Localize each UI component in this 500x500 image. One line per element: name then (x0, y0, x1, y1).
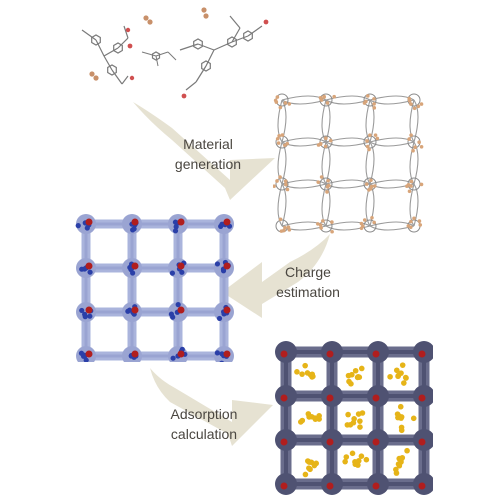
charge-arrow (222, 234, 330, 318)
material-generation-label: Material generation (168, 134, 248, 174)
charge-estimation-label: Charge estimation (268, 262, 348, 302)
adsorption-calculation-line1: Adsorption (170, 406, 238, 422)
adsorption-arrow (150, 368, 273, 446)
framework-structure-image (273, 93, 424, 234)
generation-arrow (133, 102, 275, 200)
material-generation-line1: Material (183, 136, 233, 152)
charge-estimation-line1: Charge (285, 264, 331, 280)
charged-framework-image (75, 214, 234, 362)
charge-estimation-line2: estimation (276, 284, 340, 300)
adsorption-calculation-line2: calculation (170, 426, 238, 442)
molecular-building-blocks-image (81, 7, 269, 99)
adsorption-calculation-label: Adsorption calculation (162, 404, 246, 444)
adsorbed-framework-image (275, 341, 433, 495)
material-generation-line2: generation (174, 156, 242, 172)
